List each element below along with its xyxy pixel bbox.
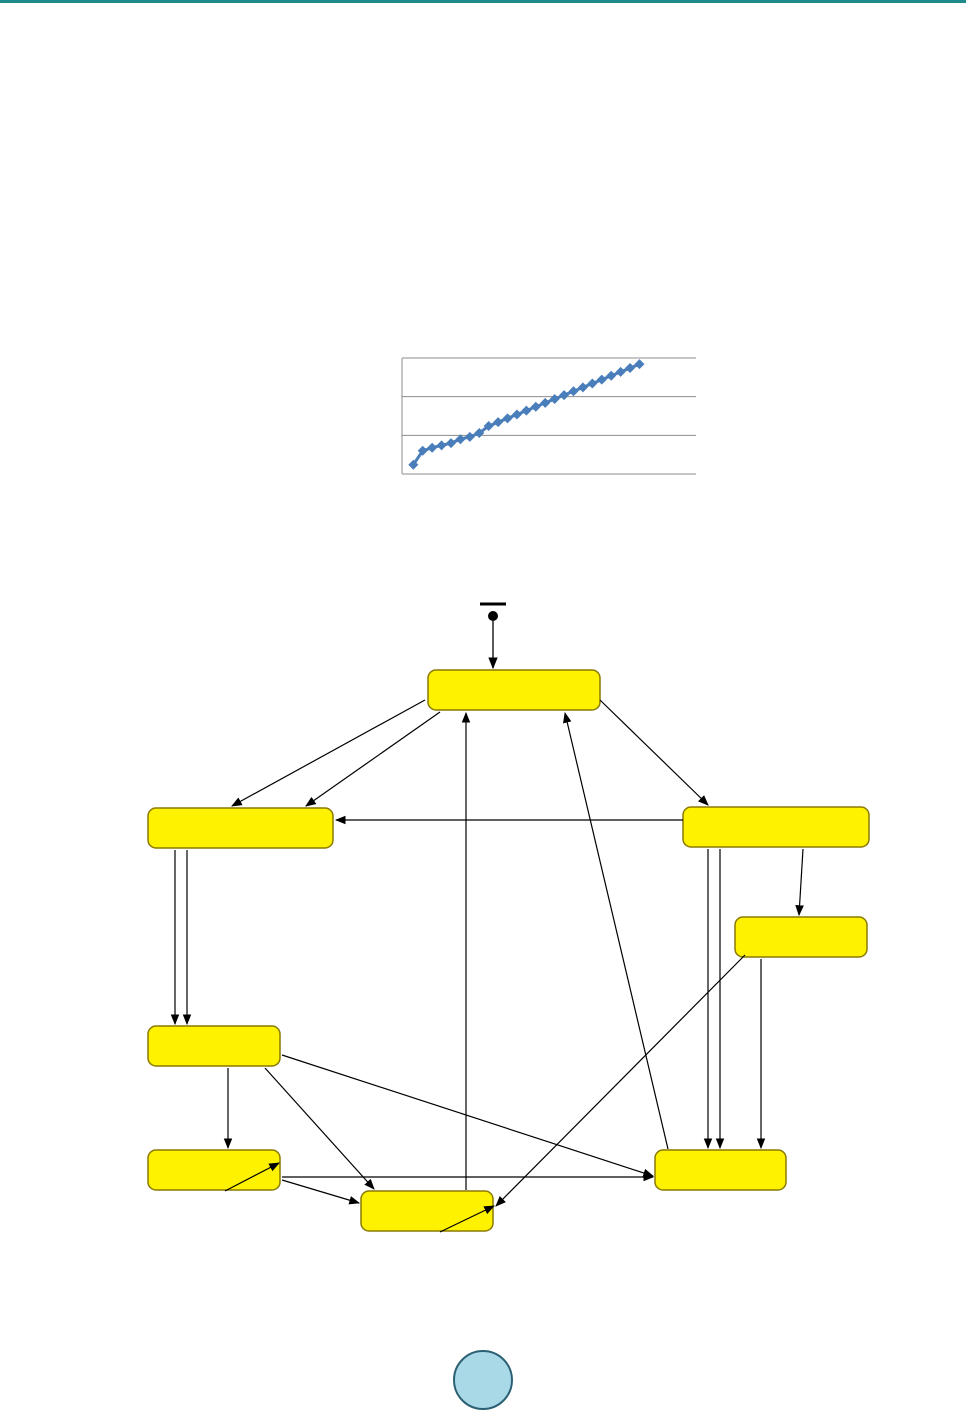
data-point (530, 401, 541, 412)
data-point (568, 386, 579, 397)
data-point (549, 393, 560, 404)
transition-top-to-left-upper-a (231, 699, 426, 807)
state-bottom-center (360, 1190, 494, 1232)
data-point (615, 366, 626, 377)
transition-left-mid-to-right-lower (281, 1054, 655, 1178)
state-right-upper (682, 806, 870, 848)
data-point (417, 445, 428, 456)
data-point (493, 417, 504, 428)
state-right-lower (654, 1149, 787, 1191)
self-loop-bottom-center (439, 1205, 495, 1233)
data-point (455, 434, 466, 445)
self-loop-left-lower (224, 1162, 280, 1192)
data-point (606, 370, 617, 381)
data-point (427, 442, 438, 453)
data-point (521, 405, 532, 416)
data-point (587, 378, 598, 389)
transition-right-upper-to-right-mid (795, 848, 804, 917)
data-point (502, 413, 513, 424)
header-rule (0, 0, 966, 3)
state-left-mid (147, 1025, 281, 1067)
data-point (634, 359, 645, 370)
transition-left-mid-to-bottom-center (264, 1067, 375, 1190)
data-point (464, 431, 475, 442)
page-number-badge (453, 1350, 513, 1410)
line-chart-svg (401, 357, 696, 475)
data-point (577, 382, 588, 393)
state-top (427, 669, 601, 711)
data-point (511, 409, 522, 420)
data-point (408, 459, 419, 470)
transition-left-lower-to-bottom-center (281, 1179, 361, 1205)
data-point (559, 390, 570, 401)
state-left-upper (147, 807, 334, 849)
state-left-lower (147, 1149, 281, 1191)
data-point (540, 397, 551, 408)
data-point (596, 374, 607, 385)
transition-top-to-right-upper (599, 699, 709, 806)
state-diagram-svg (147, 602, 870, 1233)
data-point (625, 363, 636, 374)
transition-right-mid-to-bottom-center (495, 954, 746, 1207)
transition-top-to-left-upper-b (305, 711, 441, 807)
transition-right-lower-to-top (563, 711, 669, 1150)
data-point (436, 440, 447, 451)
data-point (446, 438, 456, 449)
data-point (474, 428, 485, 439)
line-chart (380, 340, 710, 490)
data-point (483, 421, 494, 432)
state-right-mid (734, 916, 868, 958)
state-diagram (140, 590, 880, 1250)
initial-state-icon (488, 611, 498, 621)
